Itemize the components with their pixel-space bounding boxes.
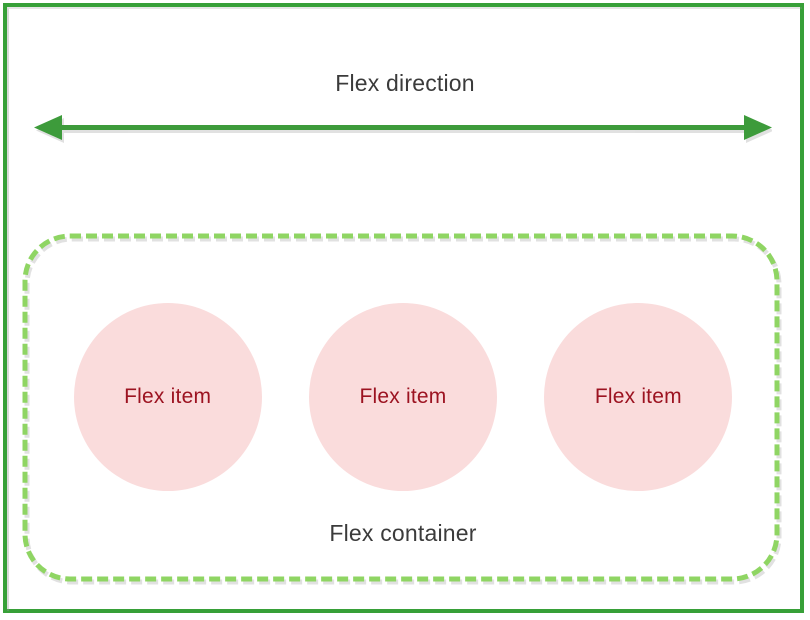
flex-direction-label: Flex direction	[335, 70, 475, 96]
dashed-rounded-rect-icon	[22, 233, 782, 585]
flex-item-label: Flex item	[124, 385, 212, 408]
flex-item-circle[interactable]: Flex item	[308, 303, 497, 491]
flex-item-label: Flex item	[594, 385, 682, 408]
double-headed-horizontal-arrow-icon	[34, 115, 772, 143]
flex-container-outline	[22, 233, 784, 585]
flex-item-circle[interactable]: Flex item	[544, 303, 733, 491]
flex-items-row: Flex item Flex item Flex item	[22, 233, 784, 585]
outer-frame-border	[3, 3, 804, 613]
flex-direction-arrow	[34, 108, 772, 152]
flex-container-label: Flex container	[329, 520, 477, 546]
flex-item-label: Flex item	[359, 385, 447, 408]
flex-item-circle[interactable]: Flex item	[73, 303, 262, 491]
